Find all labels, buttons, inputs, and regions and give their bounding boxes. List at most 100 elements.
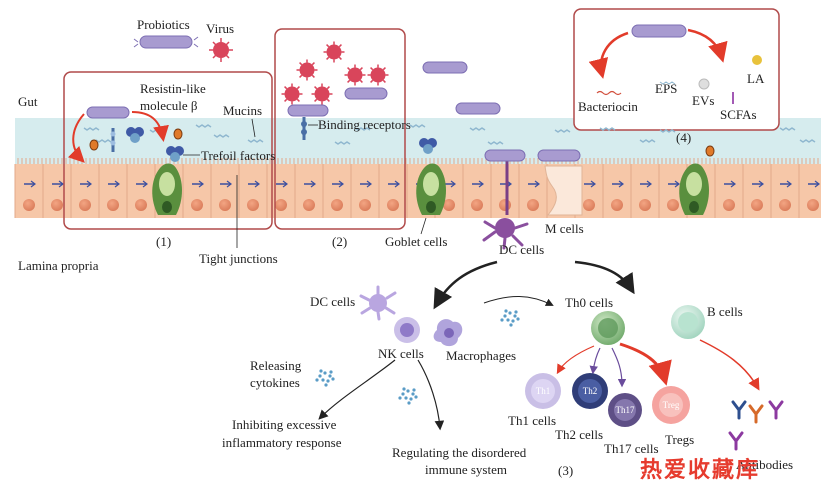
virus-spike	[382, 67, 386, 71]
resistin-label-1: Resistin-like	[140, 81, 206, 96]
virus-particles	[281, 41, 389, 105]
goblet-cell-1	[152, 163, 182, 215]
tight-junction-arrow	[142, 180, 148, 188]
cytokine-dot	[412, 388, 416, 392]
th0-cell	[591, 311, 625, 345]
tight-junction-arrow	[394, 180, 400, 188]
bacteriocin-wave	[596, 90, 622, 96]
panel-1-red-arrow-right	[131, 111, 169, 142]
virus-spike	[299, 62, 303, 66]
b-cell	[671, 305, 705, 339]
virus-spike	[299, 74, 303, 78]
virus-spike	[326, 44, 330, 48]
cytokine-dot	[401, 392, 405, 396]
la-label: LA	[747, 71, 765, 86]
tight-junction-arrow	[198, 180, 204, 188]
th2-cell-label: Th2	[583, 386, 598, 396]
mucins-label: Mucins	[223, 103, 262, 118]
arrow-to-th0-small	[483, 296, 554, 306]
arrow-dc-to-th0	[574, 260, 635, 295]
arrow-nk-regulate	[417, 359, 445, 431]
tight-junction-arrow	[646, 180, 652, 188]
cytokine-dot	[321, 378, 325, 382]
tight-junction-arrow	[282, 180, 288, 188]
tight-junction-arrow	[758, 180, 764, 188]
trefoil-factors-label: Trefoil factors	[201, 148, 276, 163]
th2-cells-label: Th2 cells	[555, 427, 604, 442]
virus-spike	[284, 86, 288, 90]
virus-spike	[311, 62, 315, 66]
cytokine-dot	[324, 383, 328, 387]
goblet-cell-2	[416, 163, 446, 215]
virus-spike	[326, 86, 330, 90]
tight-junction-arrow	[338, 180, 344, 188]
virus-spike	[296, 98, 300, 102]
cytokine-dot	[328, 374, 332, 378]
mucin-squiggle	[334, 141, 351, 145]
releasing-label-1: Releasing	[250, 358, 302, 373]
virus-spike	[314, 98, 318, 102]
mucin-fragments	[83, 124, 816, 145]
panel-4-box	[573, 8, 780, 131]
tregs-label: Tregs	[665, 432, 695, 447]
inhibiting-label-1: Inhibiting excessive	[232, 417, 337, 432]
cytokine-dot	[406, 389, 410, 393]
mucin-squiggle	[487, 141, 504, 145]
cell-nucleus	[79, 199, 91, 211]
cell-nucleus	[51, 199, 63, 211]
cytokine-dot	[402, 387, 406, 391]
cytokine-dot	[319, 369, 323, 373]
cytokine-dot	[411, 392, 415, 396]
tight-junction-arrow	[114, 180, 120, 188]
cell-nucleus	[807, 199, 819, 211]
panel-1-box	[63, 71, 273, 230]
tight-junction-arrow	[310, 180, 316, 188]
antibodies-label: Antibodies	[736, 457, 794, 472]
dc-cells-top-label: DC cells	[499, 242, 545, 257]
virus-spike	[382, 79, 386, 83]
cytokine-dot	[508, 311, 512, 315]
virus-spike	[338, 44, 342, 48]
tight-junction-arrow	[254, 180, 260, 188]
probiotic-legend-icon	[133, 35, 199, 49]
panel-4-label: (4)	[676, 130, 692, 145]
panel-4-red-arrow-left	[588, 31, 629, 79]
bacteriocin-label: Bacteriocin	[578, 99, 638, 114]
panel-3-label: (3)	[558, 463, 574, 478]
th1-cells-label: Th1 cells	[508, 413, 557, 428]
cell-nucleus	[387, 199, 399, 211]
probiotic-bacteria	[86, 24, 687, 162]
cell-nucleus	[107, 199, 119, 211]
arrow-th0-th1	[556, 345, 595, 375]
cytokine-dot	[323, 371, 327, 375]
trefoil-factor	[126, 127, 437, 162]
cytokine-dot	[409, 397, 413, 401]
dc-cell-epithelial	[482, 155, 529, 250]
mucin-squiggle	[599, 127, 616, 131]
tight-junction-arrow	[366, 180, 372, 188]
cell-nucleus	[135, 199, 147, 211]
panel-2-label: (2)	[332, 234, 348, 249]
cell-nucleus	[751, 199, 763, 211]
virus	[299, 62, 315, 78]
th2-cell: Th2	[572, 373, 608, 409]
nk-cells-label: NK cells	[378, 346, 424, 361]
mucin-squiggle	[639, 139, 656, 143]
nk-cell	[394, 317, 420, 343]
treg-cell: Treg	[652, 386, 690, 424]
virus-spike	[347, 79, 351, 83]
mucin-squiggle	[659, 129, 676, 133]
tight-junction-arrow	[674, 180, 680, 188]
regulating-label-1: Regulating the disordered	[392, 445, 527, 460]
mucin-squiggle	[195, 124, 212, 128]
treg-cell-label: Treg	[663, 400, 680, 410]
mucin-squiggle	[247, 139, 264, 143]
th17-cells-label: Th17 cells	[604, 441, 659, 456]
cytokine-dot	[509, 323, 513, 327]
macrophages-label: Macrophages	[446, 348, 517, 363]
th17-cell-label: Th17	[616, 405, 635, 415]
th0-cells-label: Th0 cells	[565, 295, 614, 310]
mucin-squiggle	[779, 127, 796, 131]
mucin-squiggle	[95, 139, 112, 143]
